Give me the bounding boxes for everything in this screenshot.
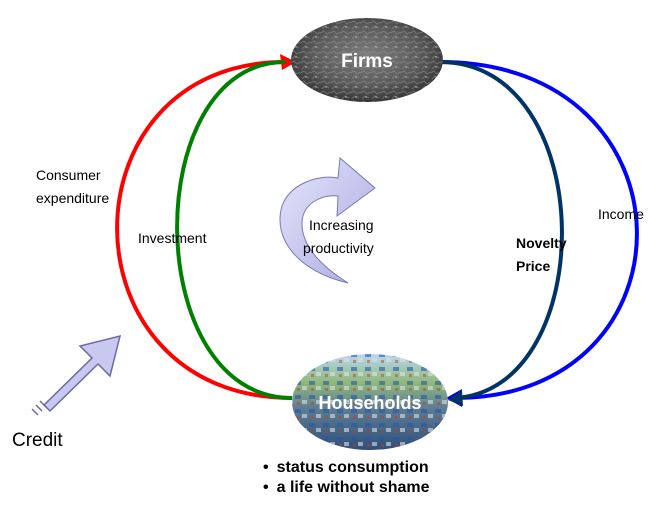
credit-label: Credit [12,430,63,451]
households-label: Households [318,393,421,413]
novelty-label: Novelty [516,235,567,251]
consumer-expenditure-label-line2: expenditure [36,190,109,206]
list-item: status consumption [263,458,430,478]
increasing-productivity-label-line1: Increasing [309,217,374,233]
increasing-productivity-arrow [279,156,376,284]
firms-node: Firms [291,18,443,102]
price-label: Price [516,258,550,274]
novelty-price-arrowhead [448,390,463,406]
household-traits-list: status consumption a life without shame [263,458,430,498]
consumer-expenditure-label-line1: Consumer [36,167,101,183]
investment-label: Investment [138,230,207,246]
households-node: Households [292,354,448,450]
list-item: a life without shame [263,478,430,498]
credit-arrow [31,334,122,416]
consumer-expenditure-arrowhead [280,54,296,70]
novelty-price-arc [439,60,564,400]
income-label: Income [598,206,644,222]
investment-arc [175,60,293,400]
increasing-productivity-label-line2: productivity [303,240,374,256]
consumer-expenditure-arc [115,60,293,400]
income-arc [439,60,639,400]
firms-label: Firms [341,51,393,72]
